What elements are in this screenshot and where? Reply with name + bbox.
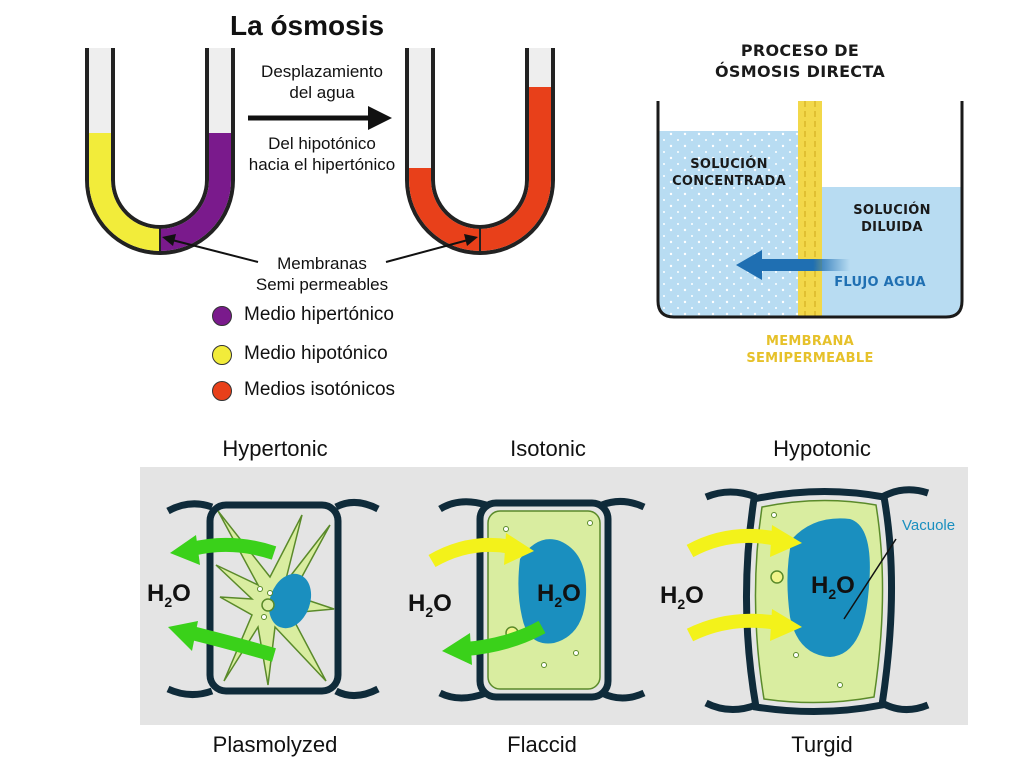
small-vacuole	[268, 573, 312, 629]
legend-isotonic: Medios isotónicos	[244, 379, 396, 400]
h2o-label-flaccid-outside: H2O	[408, 590, 452, 620]
cell-graphics	[166, 486, 930, 716]
h2o-sub: 2	[554, 593, 563, 610]
diluted-line-1: SOLUCIÓN	[853, 203, 931, 218]
central-vacuole	[787, 518, 870, 657]
membrane-caption-line-1: Membranas	[277, 254, 367, 273]
water-in-arrow-upper	[686, 525, 802, 558]
h2o-o: O	[172, 580, 191, 607]
arrow-caption-line-4: hacia el hipertónico	[248, 155, 396, 174]
plasmolyzed-cell	[166, 499, 380, 699]
diluted-solution	[820, 187, 962, 317]
water-displacement-arrow	[248, 106, 392, 130]
concentrated-label: SOLUCIÓN CONCENTRADA	[664, 156, 794, 190]
left-u-tube	[85, 48, 235, 255]
h2o-o: O	[836, 572, 855, 599]
arrow-caption-top: Desplazamiento del agua	[232, 61, 412, 103]
membrane-caption: Membranas Semi permeables	[222, 253, 422, 295]
h2o-h: H	[660, 582, 678, 609]
membrane-label: MEMBRANA SEMIPERMEABLE	[730, 333, 890, 367]
h2o-sub: 2	[164, 593, 173, 610]
legend-hypotonic: Medio hipotónico	[244, 343, 388, 364]
cell-wall	[476, 499, 612, 701]
water-out-arrow	[442, 620, 546, 665]
legend-hypertonic: Medio hipertónico	[244, 304, 394, 325]
h2o-sub: 2	[425, 603, 434, 620]
isotonic-swatch	[212, 381, 232, 401]
flaccid-cell	[428, 498, 646, 702]
arrow-caption-line-1: Desplazamiento	[261, 62, 383, 81]
water-in-arrow	[428, 533, 534, 568]
semipermeable-membrane	[798, 101, 822, 317]
arrow-caption-line-3: Del hipotónico	[268, 134, 376, 153]
water-out-arrow-lower	[168, 621, 276, 662]
turgid-cell	[686, 486, 930, 716]
h2o-sub: 2	[828, 585, 837, 602]
direct-osmosis-title: PROCESO DE ÓSMOSIS DIRECTA	[700, 40, 900, 82]
label-hypotonic: Hypotonic	[773, 436, 871, 461]
right-u-tube	[405, 48, 555, 255]
h2o-h: H	[147, 580, 165, 607]
label-turgid: Turgid	[791, 732, 853, 757]
h2o-h: H	[408, 590, 426, 617]
label-hypertonic: Hypertonic	[222, 436, 328, 461]
u-tube-graphics	[85, 48, 555, 263]
arrow-caption-bottom: Del hipotónico hacia el hipertónico	[222, 133, 422, 175]
concentrated-line-2: CONCENTRADA	[672, 174, 786, 189]
cell-wall	[742, 488, 896, 716]
flow-label: FLUJO AGUA	[834, 275, 926, 290]
h2o-o: O	[562, 580, 581, 607]
water-in-arrow-lower	[686, 609, 802, 642]
membrane-caption-line-2: Semi permeables	[255, 275, 389, 294]
water-flow-arrow	[736, 250, 850, 280]
h2o-o: O	[685, 582, 704, 609]
h2o-label-turgid-outside: H2O	[660, 582, 704, 612]
cell-wall	[206, 501, 342, 695]
h2o-label-left: H2O	[147, 580, 191, 610]
vacuole-label: Vacuole	[902, 517, 956, 534]
h2o-o: O	[433, 590, 452, 617]
membrane-line-2: SEMIPERMEABLE	[746, 351, 874, 366]
water-out-arrow-upper	[170, 535, 277, 565]
h2o-label-turgid-vacuole: H2O	[811, 572, 855, 602]
label-plasmolyzed: Plasmolyzed	[212, 732, 338, 757]
h2o-label-flaccid-vacuole: H2O	[537, 580, 581, 610]
hypotonic-fill	[89, 133, 161, 251]
diluted-line-2: DILUIDA	[861, 220, 923, 235]
direct-osmosis-title-line-1: PROCESO DE	[740, 41, 860, 60]
membrane-pointer-arrows	[162, 234, 478, 263]
arrow-caption-line-2: del agua	[289, 83, 355, 102]
vacuole-pointer	[843, 538, 897, 620]
label-isotonic: Isotonic	[510, 436, 586, 461]
hypertonic-fill	[159, 133, 231, 251]
label-flaccid: Flaccid	[507, 732, 577, 757]
h2o-h: H	[811, 572, 829, 599]
central-vacuole	[518, 539, 587, 644]
osmosis-title: La ósmosis	[230, 10, 385, 41]
direct-osmosis-title-line-2: ÓSMOSIS DIRECTA	[715, 62, 885, 81]
osmosis-tank	[656, 101, 964, 319]
h2o-sub: 2	[677, 595, 686, 612]
diluted-label: SOLUCIÓN DILUIDA	[832, 202, 952, 236]
membrane-line-1: MEMBRANA	[765, 334, 855, 349]
isotonic-fill	[409, 87, 551, 251]
concentrated-line-1: SOLUCIÓN	[690, 157, 768, 172]
hypertonic-swatch	[212, 306, 232, 326]
h2o-h: H	[537, 580, 555, 607]
hypotonic-swatch	[212, 345, 232, 365]
